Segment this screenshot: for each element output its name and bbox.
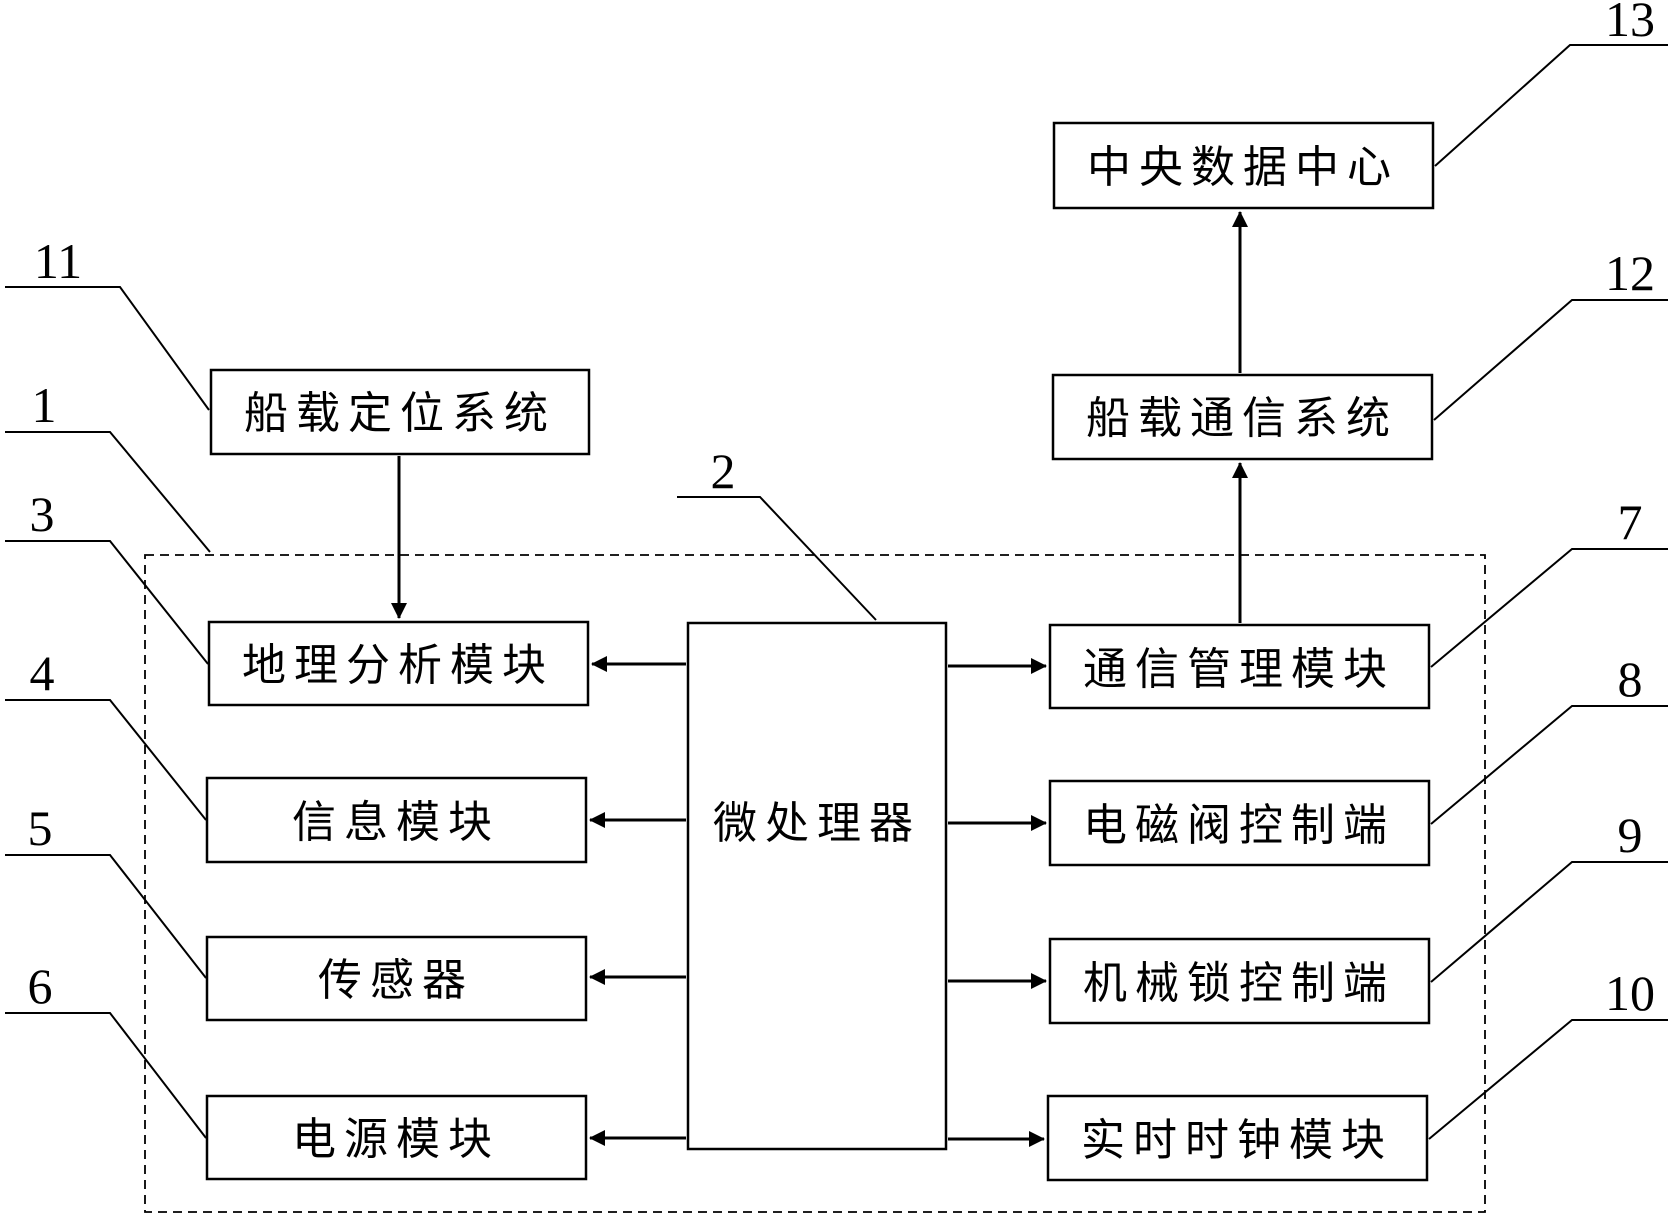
- microprocessor-label: 微处理器: [713, 798, 921, 849]
- central-data-center-box: 中央数据中心: [1052, 121, 1435, 210]
- positioning-system-label: 船载定位系统: [244, 388, 556, 439]
- ref-num-7: 7: [1618, 494, 1643, 550]
- solenoid-control-box: 电磁阀控制端: [1048, 779, 1431, 867]
- sensor-label: 传感器: [318, 955, 474, 1006]
- ref-num-8: 8: [1618, 651, 1643, 707]
- central-data-center-label: 中央数据中心: [1087, 142, 1399, 193]
- rtc-module-label: 实时时钟模块: [1081, 1115, 1393, 1166]
- leader-lines-right: [1428, 44, 1668, 1140]
- mechlock-control-label: 机械锁控制端: [1083, 958, 1395, 1009]
- power-module-box: 电源模块: [205, 1094, 588, 1181]
- ref-num-12: 12: [1605, 245, 1655, 301]
- ref-num-1: 1: [32, 377, 57, 433]
- device-enclosure-dashed: [144, 554, 1486, 1213]
- ref-num-2: 2: [711, 443, 736, 499]
- leader-lines-left: [5, 286, 877, 1139]
- geo-analysis-box: 地理分析模块: [207, 620, 590, 707]
- positioning-system-box: 船载定位系统: [209, 368, 591, 456]
- solenoid-control-label: 电磁阀控制端: [1083, 800, 1395, 851]
- sensor-box: 传感器: [205, 935, 588, 1022]
- comm-management-box: 通信管理模块: [1048, 623, 1431, 710]
- ship-comm-system-label: 船载通信系统: [1086, 393, 1398, 444]
- ref-num-6: 6: [28, 958, 53, 1014]
- ref-num-11: 11: [34, 233, 82, 289]
- ref-num-9: 9: [1618, 807, 1643, 863]
- power-module-label: 电源模块: [292, 1114, 500, 1165]
- mechlock-control-box: 机械锁控制端: [1048, 937, 1431, 1025]
- ref-num-10: 10: [1605, 965, 1655, 1021]
- ref-num-4: 4: [30, 645, 55, 701]
- info-module-label: 信息模块: [292, 797, 500, 848]
- ref-num-5: 5: [28, 800, 53, 856]
- ref-num-13: 13: [1605, 0, 1655, 47]
- geo-analysis-label: 地理分析模块: [242, 640, 554, 691]
- microprocessor-box: 微处理器: [686, 621, 948, 1151]
- info-module-box: 信息模块: [205, 776, 588, 864]
- rtc-module-box: 实时时钟模块: [1046, 1094, 1429, 1182]
- ref-num-3: 3: [30, 486, 55, 542]
- comm-management-label: 通信管理模块: [1083, 644, 1395, 695]
- ship-comm-system-box: 船载通信系统: [1051, 373, 1434, 461]
